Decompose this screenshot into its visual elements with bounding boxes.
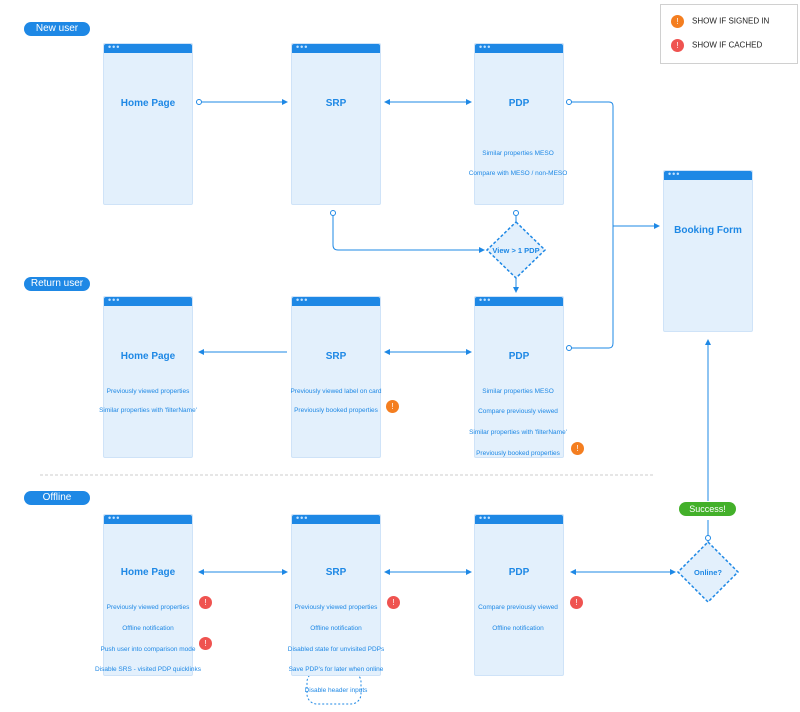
return-user-srp-window: ••• SRP <box>291 295 381 458</box>
new-user-srp-window: ••• SRP <box>291 42 381 205</box>
window-dots-icon: ••• <box>296 513 309 523</box>
window-dots-icon: ••• <box>108 295 121 305</box>
page-title: Home Page <box>120 351 176 362</box>
legend-signed-in-label: SHOW IF SIGNED IN <box>692 16 770 26</box>
feature-label: Offline notification <box>492 625 544 632</box>
feature-label: Disable SRS - visited PDP quicklinks <box>94 666 202 673</box>
legend-cached-label: SHOW IF CACHED <box>692 40 763 50</box>
feature-label: Previously viewed properties <box>106 388 190 395</box>
booking-form-window: ••• Booking Form <box>663 169 753 332</box>
new-user-pdp-window: ••• PDP <box>474 42 564 205</box>
feature-label: Compare previously viewed <box>478 604 558 611</box>
page-title: Booking Form <box>674 225 742 236</box>
cached-badge-icon: ! <box>387 596 400 609</box>
window-dots-icon: ••• <box>479 513 492 523</box>
legend-cached: ! SHOW IF CACHED <box>671 39 762 52</box>
feature-label: Previously booked properties <box>476 450 560 457</box>
feature-label: Compare previously viewed <box>478 408 558 415</box>
feature-label: Previously viewed properties <box>106 604 190 611</box>
offline-srp-window: ••• SRP <box>291 513 381 676</box>
page-title: PDP <box>508 98 530 109</box>
page-title: SRP <box>325 567 347 578</box>
window-dots-icon: ••• <box>108 42 121 52</box>
section-label-new-user: New user <box>24 22 90 36</box>
decision-online: Online? <box>694 568 722 577</box>
cached-badge-icon: ! <box>671 39 684 52</box>
feature-label: Similar properties MESO <box>482 150 554 157</box>
feature-label: Similar properties with 'filterName' <box>469 429 567 436</box>
cached-badge-icon: ! <box>199 596 212 609</box>
cached-badge-icon: ! <box>570 596 583 609</box>
signed-in-badge-icon: ! <box>386 400 399 413</box>
page-title: PDP <box>508 567 530 578</box>
section-label-offline: Offline <box>24 491 90 505</box>
legend-signed-in: ! SHOW IF SIGNED IN <box>671 15 769 28</box>
feature-label: Push user into comparison mode <box>100 646 196 653</box>
return-user-home-page-window: ••• Home Page <box>103 295 193 458</box>
signed-in-badge-icon: ! <box>671 15 684 28</box>
window-dots-icon: ••• <box>668 169 681 179</box>
window-dots-icon: ••• <box>296 42 309 52</box>
section-label-return-user: Return user <box>24 277 90 291</box>
return-user-pdp-window: ••• PDP <box>474 295 564 458</box>
feature-label: Previously viewed label on card <box>290 388 382 395</box>
feature-label: Similar properties MESO <box>482 388 554 395</box>
feature-label: Previously viewed properties <box>294 604 378 611</box>
window-dots-icon: ••• <box>479 42 492 52</box>
feature-label: Previously booked properties <box>294 407 378 414</box>
window-dots-icon: ••• <box>479 295 492 305</box>
offline-pdp-window: ••• PDP <box>474 513 564 676</box>
feature-label: Offline notification <box>122 625 174 632</box>
new-user-home-page-window: ••• Home Page <box>103 42 193 205</box>
cached-badge-icon: ! <box>199 637 212 650</box>
signed-in-badge-icon: ! <box>571 442 584 455</box>
page-title: PDP <box>508 351 530 362</box>
offline-home-page-window: ••• Home Page <box>103 513 193 676</box>
feature-label: Compare with MESO / non-MESO <box>468 170 568 177</box>
page-title: Home Page <box>120 98 176 109</box>
success-label: Success! <box>679 502 736 516</box>
window-dots-icon: ••• <box>296 295 309 305</box>
feature-label: Similar properties with 'filterName' <box>99 407 197 414</box>
feature-label: Disable header inputs <box>304 687 368 694</box>
feature-label: Offline notification <box>310 625 362 632</box>
window-dots-icon: ••• <box>108 513 121 523</box>
decision-view-pdp: View > 1 PDP <box>492 246 540 255</box>
page-title: Home Page <box>120 567 176 578</box>
feature-label: Disabled state for unvisited PDPs <box>287 646 385 653</box>
page-title: SRP <box>325 351 347 362</box>
legend: ! SHOW IF SIGNED IN ! SHOW IF CACHED <box>660 4 798 64</box>
page-title: SRP <box>325 98 347 109</box>
feature-label: Save PDP's for later when online <box>288 666 384 673</box>
